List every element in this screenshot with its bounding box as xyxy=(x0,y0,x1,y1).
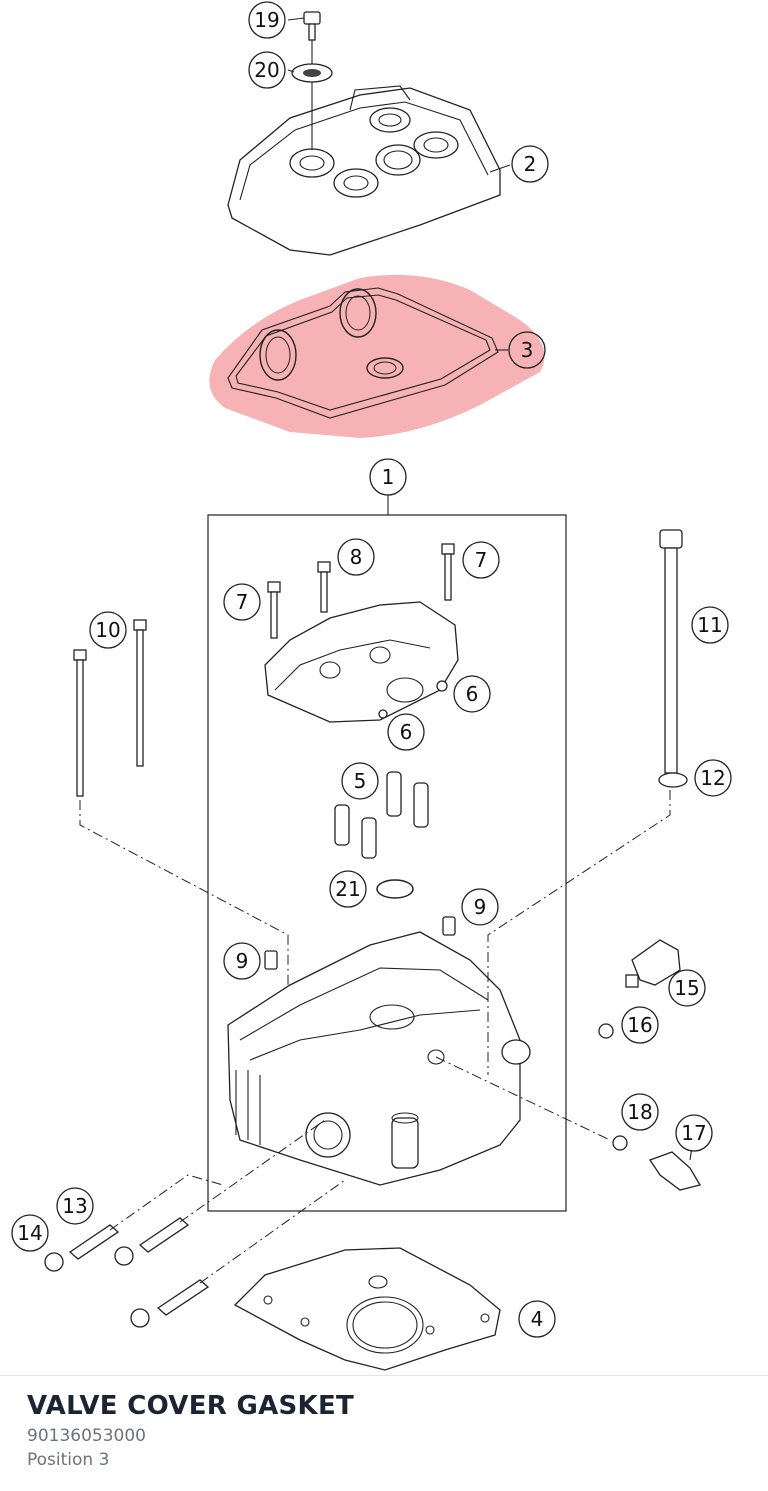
sender-part-17[interactable] xyxy=(649,1151,702,1191)
callout-3[interactable]: 3 xyxy=(508,331,546,369)
callout-15[interactable]: 15 xyxy=(668,969,706,1007)
sensor-part-15[interactable] xyxy=(625,939,681,988)
o-ring-part-16[interactable] xyxy=(598,1023,614,1039)
callout-9-right[interactable]: 9 xyxy=(461,888,499,926)
o-ring-part-21[interactable] xyxy=(376,879,414,899)
callout-12[interactable]: 12 xyxy=(694,759,732,797)
assembly-lines xyxy=(79,790,671,1284)
callout-9-left[interactable]: 9 xyxy=(223,942,261,980)
studs-part-13[interactable] xyxy=(68,1217,210,1316)
svg-text:6: 6 xyxy=(400,720,413,744)
svg-text:4: 4 xyxy=(531,1307,544,1331)
svg-text:7: 7 xyxy=(475,548,488,572)
callout-13[interactable]: 13 xyxy=(56,1187,94,1225)
part-name: VALVE COVER GASKET xyxy=(27,1391,355,1421)
camshaft-bridge[interactable] xyxy=(264,601,459,723)
svg-text:19: 19 xyxy=(254,8,279,32)
part-position: Position 3 xyxy=(27,1450,110,1470)
callout-4[interactable]: 4 xyxy=(518,1300,556,1338)
svg-text:13: 13 xyxy=(62,1194,87,1218)
part-info-panel: VALVE COVER GASKET 90136053000 Position … xyxy=(27,1390,354,1472)
info-divider xyxy=(0,1375,768,1376)
svg-text:6: 6 xyxy=(466,682,479,706)
small-parts-6[interactable] xyxy=(378,680,448,719)
callout-16[interactable]: 16 xyxy=(621,1006,659,1044)
svg-text:5: 5 xyxy=(354,769,367,793)
callout-2[interactable]: 2 xyxy=(511,145,549,183)
cylinder-head-group-box xyxy=(207,495,567,1212)
bolts-part-7[interactable] xyxy=(267,543,455,639)
washer-part-18[interactable] xyxy=(612,1135,628,1151)
svg-text:2: 2 xyxy=(524,152,537,176)
svg-text:3: 3 xyxy=(521,338,534,362)
cylinder-head-body[interactable] xyxy=(227,931,531,1186)
part-number: 90136053000 xyxy=(27,1426,146,1446)
svg-text:15: 15 xyxy=(674,976,699,1000)
callout-20[interactable]: 20 xyxy=(248,51,286,89)
svg-text:12: 12 xyxy=(700,766,725,790)
svg-text:9: 9 xyxy=(474,895,487,919)
studs-part-10[interactable] xyxy=(73,619,147,797)
highlighted-part-3[interactable] xyxy=(209,274,545,438)
callout-11[interactable]: 11 xyxy=(691,606,729,644)
valve-cover-part-2[interactable] xyxy=(227,85,501,256)
svg-text:16: 16 xyxy=(627,1013,652,1037)
nuts-part-14[interactable] xyxy=(44,1246,150,1328)
svg-text:1: 1 xyxy=(382,465,395,489)
callout-8[interactable]: 8 xyxy=(337,538,375,576)
svg-text:21: 21 xyxy=(335,877,360,901)
callout-5[interactable]: 5 xyxy=(341,762,379,800)
callout-17[interactable]: 17 xyxy=(675,1114,713,1152)
svg-text:11: 11 xyxy=(697,613,722,637)
valve-guides-part-5[interactable] xyxy=(334,771,429,859)
callout-10[interactable]: 10 xyxy=(89,611,127,649)
dowel-pins-part-9[interactable] xyxy=(264,916,456,970)
svg-text:17: 17 xyxy=(681,1121,706,1145)
callout-7-right[interactable]: 7 xyxy=(462,541,500,579)
callout-14[interactable]: 14 xyxy=(11,1214,49,1252)
svg-text:18: 18 xyxy=(627,1100,652,1124)
callout-19[interactable]: 19 xyxy=(248,1,286,39)
svg-text:20: 20 xyxy=(254,58,279,82)
callout-6-right[interactable]: 6 xyxy=(453,675,491,713)
callout-1[interactable]: 1 xyxy=(369,458,407,496)
callout-6-lower[interactable]: 6 xyxy=(387,713,425,751)
bolt-part-8[interactable] xyxy=(317,561,331,613)
callout-21[interactable]: 21 xyxy=(329,870,367,908)
svg-text:9: 9 xyxy=(236,949,249,973)
svg-text:7: 7 xyxy=(236,590,249,614)
svg-text:8: 8 xyxy=(350,545,363,569)
callout-18[interactable]: 18 xyxy=(621,1093,659,1131)
head-gasket-part-4[interactable] xyxy=(233,1247,501,1371)
svg-text:10: 10 xyxy=(95,618,120,642)
callout-7-left[interactable]: 7 xyxy=(223,583,261,621)
seal-washer-part-20[interactable] xyxy=(291,63,333,83)
svg-text:14: 14 xyxy=(17,1221,42,1245)
exploded-parts-diagram: 19 20 2 3 1 8 7 7 10 11 6 6 5 12 21 9 9 … xyxy=(11,1,732,1371)
bolt-part-11[interactable] xyxy=(659,529,683,774)
washer-part-12[interactable] xyxy=(658,772,688,788)
